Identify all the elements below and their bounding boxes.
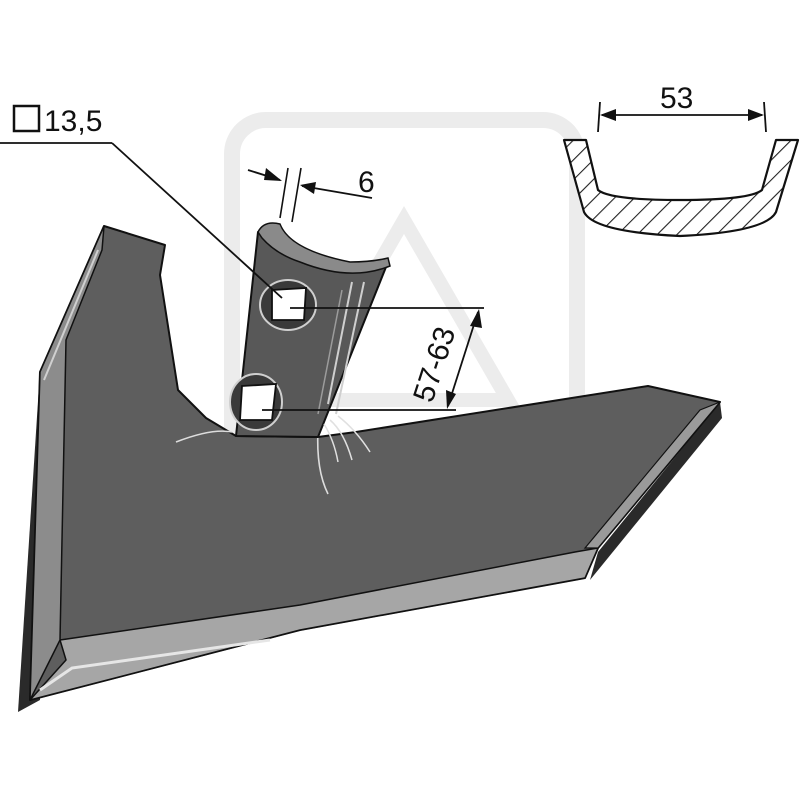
square-hole-lower	[229, 373, 283, 431]
dimension-hole-square: 13,5	[0, 104, 283, 299]
blade	[18, 225, 722, 712]
square-hole-upper	[259, 279, 317, 331]
blade-bevel-right	[583, 401, 721, 549]
blade-bevel-left	[29, 225, 105, 701]
blade-bevel-lower	[29, 547, 599, 701]
square-outline-icon	[12, 104, 41, 133]
dimension-shank-thickness: 6	[247, 166, 375, 199]
dimension-hole-square-label: 13,5	[44, 105, 102, 138]
cross-section-hatched	[562, 138, 800, 238]
dimension-profile-width-label: 53	[660, 82, 693, 115]
blade-edge-dark-right	[590, 402, 722, 580]
dimension-shank-thickness-label: 6	[358, 166, 375, 199]
cross-section-profile: 53	[562, 82, 800, 238]
shank-top-rim	[257, 222, 391, 274]
